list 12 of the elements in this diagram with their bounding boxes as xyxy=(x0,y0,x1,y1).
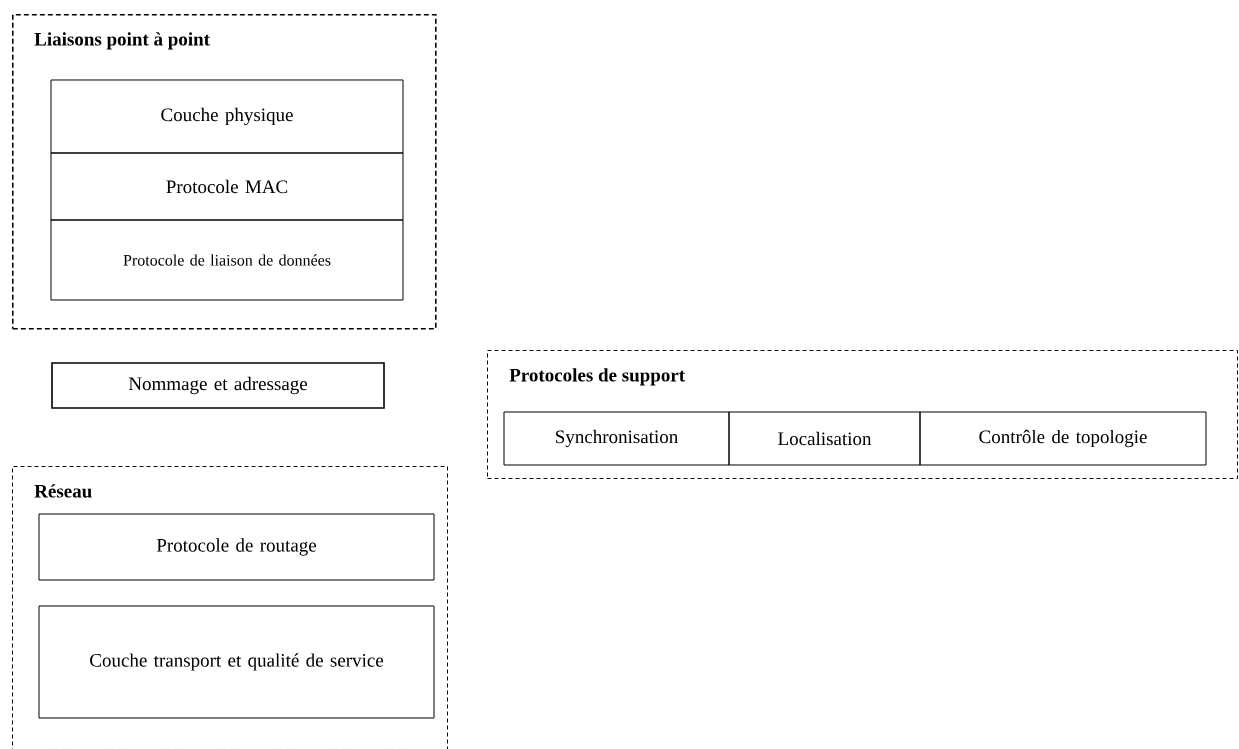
layer-box: Protocole de routage xyxy=(38,513,435,581)
layer-box: Localisation xyxy=(728,411,921,466)
layer-box: Protocole MAC xyxy=(50,152,404,221)
layer-box: Contrôle de topologie xyxy=(919,411,1207,466)
layer-box: Nommage et adressage xyxy=(51,362,385,409)
group-heading: Liaisons point à point xyxy=(34,32,210,50)
layer-box: Couche physique xyxy=(50,79,404,154)
layer-box: Couche transport et qualité de service xyxy=(38,605,435,719)
group-heading: Protocoles de support xyxy=(509,368,685,386)
group-heading: Réseau xyxy=(34,484,92,498)
layer-box: Protocole de liaison de données xyxy=(50,219,404,301)
layer-box: Synchronisation xyxy=(503,411,730,466)
